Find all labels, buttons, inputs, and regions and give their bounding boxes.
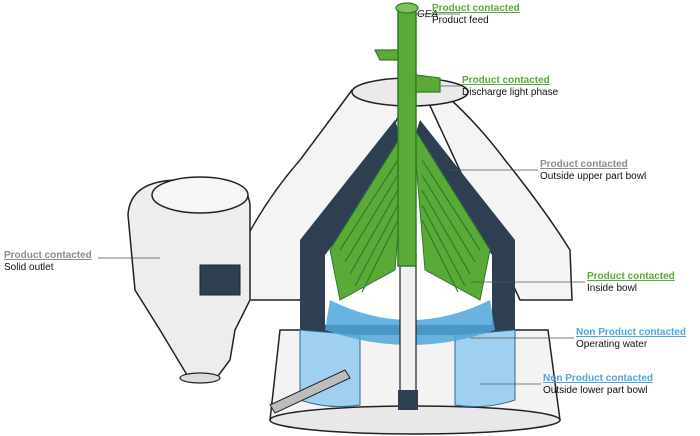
callout-sub: Discharge light phase (462, 87, 559, 98)
solid-outlet-housing (127, 176, 251, 384)
callout-upper-bowl: Product contacted Outside upper part bow… (540, 159, 646, 183)
water-inlet-pipe (269, 369, 351, 414)
callout-sub: Outside upper part bowl (540, 171, 647, 182)
callout-solid-outlet: Product contacted Solid outlet (4, 250, 92, 274)
callout-sub: Product feed (432, 15, 489, 26)
spindle (398, 254, 418, 410)
leader-lines (98, 13, 585, 385)
callout-head: Product contacted (432, 3, 520, 14)
callout-head: Product contacted (462, 75, 550, 86)
callout-sub: Inside bowl (587, 283, 638, 294)
callout-operating-water: Non Product contacted Operating water (576, 327, 686, 351)
callout-head: Product contacted (540, 159, 628, 170)
callout-product-feed: Product contacted Product feed (432, 3, 520, 27)
callout-head: Non Product contacted (543, 373, 654, 384)
feed-pipe (374, 2, 441, 267)
callout-sub: Operating water (576, 339, 648, 350)
callout-head: Non Product contacted (576, 327, 687, 338)
brand-logo: GEA (417, 9, 439, 20)
callout-light-phase: Product contacted Discharge light phase (462, 75, 558, 99)
callout-head: Product contacted (4, 250, 92, 261)
callout-sub: Outside lower part bowl (543, 385, 648, 396)
callout-head: Product contacted (587, 271, 675, 282)
callout-inside-bowl: Product contacted Inside bowl (587, 271, 675, 295)
callout-lower-bowl: Non Product contacted Outside lower part… (543, 373, 653, 397)
callout-sub: Solid outlet (4, 262, 54, 273)
